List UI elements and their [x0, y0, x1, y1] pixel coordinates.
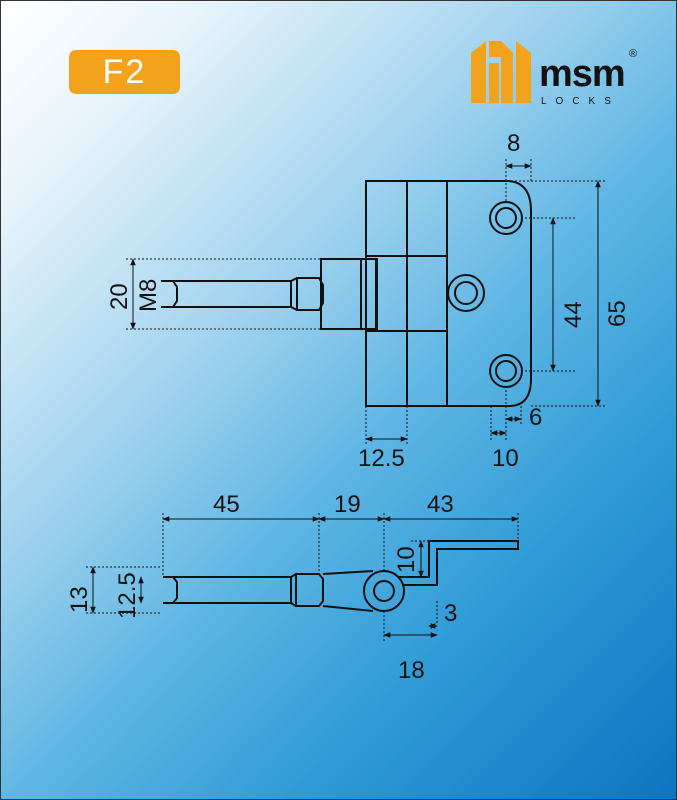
- brand-registered: ®: [629, 48, 637, 60]
- dim-len-mid: 19: [334, 491, 361, 518]
- hinge-pin-body: [320, 258, 377, 330]
- side-knuckle-eye: [363, 570, 405, 612]
- side-dimensions: [86, 513, 519, 641]
- hinge-leaf-plate: [365, 180, 532, 407]
- side-threaded-pin: [163, 576, 292, 604]
- dim-thread: M8: [135, 279, 162, 312]
- dim-width-top: 8: [507, 130, 520, 157]
- dim-dia-12-5: 12.5: [114, 572, 141, 619]
- model-label: F2: [102, 53, 147, 91]
- side-view: [163, 540, 519, 612]
- dim-offset-6: 6: [529, 404, 542, 431]
- dim-thickness: 3: [444, 600, 457, 627]
- dim-rise: 10: [393, 546, 420, 573]
- dim-offset-10: 10: [492, 445, 519, 472]
- dim-height-total: 65: [604, 300, 631, 327]
- front-dimension-labels: 8 65 44 20 M8 12.5 10 6: [106, 130, 631, 472]
- mount-hole-bottom: [489, 354, 523, 388]
- mount-hole-top: [489, 201, 523, 235]
- dim-knuckle-width: 12.5: [358, 445, 405, 472]
- front-dimensions: [126, 159, 606, 446]
- logo-mark-icon: [471, 41, 531, 103]
- threaded-pin: [161, 280, 292, 308]
- dim-eye-18: 18: [398, 657, 425, 684]
- brand-name: msm: [539, 53, 625, 95]
- mount-hole-middle: [447, 274, 485, 312]
- dim-len-plate: 43: [427, 491, 454, 518]
- model-badge: F2: [69, 50, 180, 94]
- brand-sub: LOCKS: [541, 96, 620, 107]
- dim-pin-height: 20: [106, 283, 133, 310]
- dim-dia-13: 13: [66, 586, 93, 613]
- dim-hole-spacing: 44: [560, 301, 587, 328]
- brand-logo: msm ® LOCKS: [471, 41, 637, 107]
- side-dimension-labels: 45 19 43 10 13 12.5 3 18: [66, 491, 457, 684]
- front-view: [161, 180, 532, 407]
- side-leaf: [399, 540, 519, 586]
- dim-len-pin: 45: [213, 491, 240, 518]
